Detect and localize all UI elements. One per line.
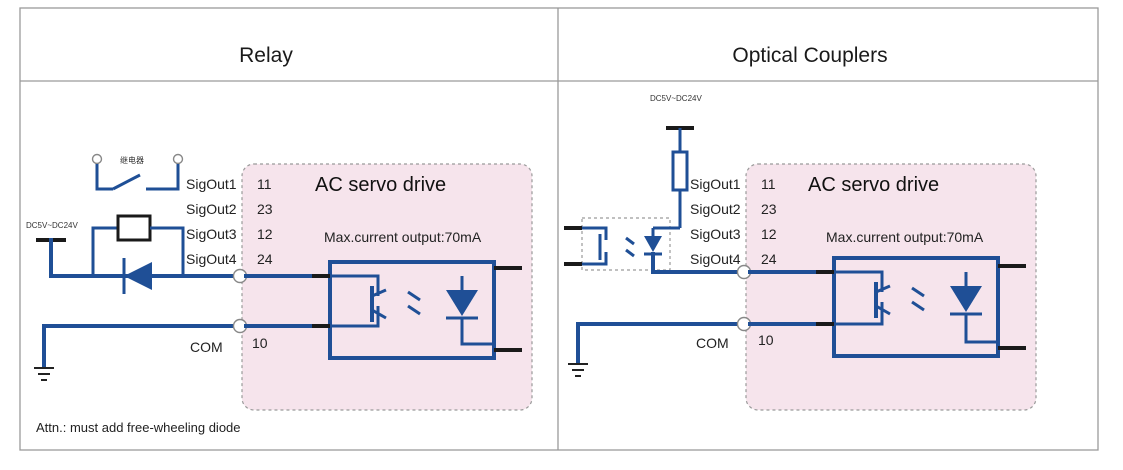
sigout2-label-right: SigOut2 [690,201,741,217]
optocoupler-box-right [832,256,1000,358]
external-opto-box [581,217,671,271]
relay-header: Relay [239,44,293,67]
led-triangle-right [950,286,982,312]
com-pin-10-right: 10 [758,332,774,348]
light-arrow-2 [407,304,421,316]
relay-lead-left [95,164,113,191]
led-lead-bottom-right [964,314,998,344]
relay-contact-right [172,153,184,165]
pin-11-right: 11 [761,176,776,192]
transistor-collector-right [834,270,884,292]
pin-23: 23 [257,201,273,217]
relay-lead-right [146,164,180,191]
led-lead-bottom [460,318,494,346]
led-triangle [446,290,478,316]
supply-label-right: DC5V~DC24V [650,94,702,103]
transistor-arrow-a [371,288,387,298]
pin-11: 11 [257,176,272,192]
external-led [644,236,662,252]
supply-label: DC5V~DC24V [26,221,78,230]
coil-branch-left [91,226,118,276]
light-arrow-1-right [911,286,925,298]
coupler-panel: AC servo drive Max.current output:70mA S… [564,94,1037,411]
sigout4-label-right: SigOut4 [690,251,741,267]
coil-branch-right [150,226,185,276]
transistor-collector [330,274,380,296]
pin-24: 24 [257,251,273,267]
relay-switch: 继电器 [91,153,184,191]
table-frame [19,7,1099,451]
pin-12: 12 [257,226,273,242]
sigout4-label: SigOut4 [186,251,237,267]
led-to-sig-wire [651,252,748,274]
optocoupler-box [328,260,496,360]
com-wire [42,324,248,368]
sigout3-label: SigOut3 [186,226,237,242]
com-pin-10: 10 [252,335,268,351]
light-arrow-2-right [911,300,925,312]
sigout1-label-right: SigOut1 [690,176,741,192]
max-current-label-right: Max.current output:70mA [826,229,984,245]
drive-title-right: AC servo drive [808,174,939,196]
transistor-arrow-a-right [875,284,891,294]
sigout3-label-right: SigOut3 [690,226,741,242]
drive-title: AC servo drive [315,174,446,196]
max-current-label: Max.current output:70mA [324,229,482,245]
relay-label: 继电器 [120,155,144,165]
external-optocoupler [564,217,748,274]
pin-12-right: 12 [761,226,777,242]
light-arrow-1 [407,290,421,302]
relay-contact-left [91,153,103,165]
servo-drive-box [241,163,533,411]
transistor-arrow-b [371,308,387,320]
current-limit-resistor [671,150,689,192]
com-wire-right [576,322,748,364]
internal-optocoupler-right [748,256,1026,358]
sigout1-label: SigOut1 [186,176,237,192]
external-transistor-emitter [582,252,608,266]
servo-drive-box-right [745,163,1037,411]
internal-optocoupler [244,260,522,360]
transistor-arrow-b-right [875,304,891,316]
sigout2-label: SigOut2 [186,201,237,217]
pin-23-right: 23 [761,201,777,217]
outer-border [19,7,1099,451]
external-light-arrow-2 [625,248,635,258]
relay-coil [116,214,152,242]
pin-24-right: 24 [761,251,777,267]
com-label-right: COM [696,335,729,351]
optical-couplers-header: Optical Couplers [732,44,887,67]
freewheeling-diode [124,262,152,290]
com-label: COM [190,339,223,355]
external-transistor-collector [582,226,608,240]
attention-note: Attn.: must add free-wheeling diode [36,420,241,435]
relay-panel: AC servo drive Max.current output:70mA S… [26,153,533,435]
external-light-arrow-1 [625,236,635,246]
relay-switch-blade [112,173,141,191]
